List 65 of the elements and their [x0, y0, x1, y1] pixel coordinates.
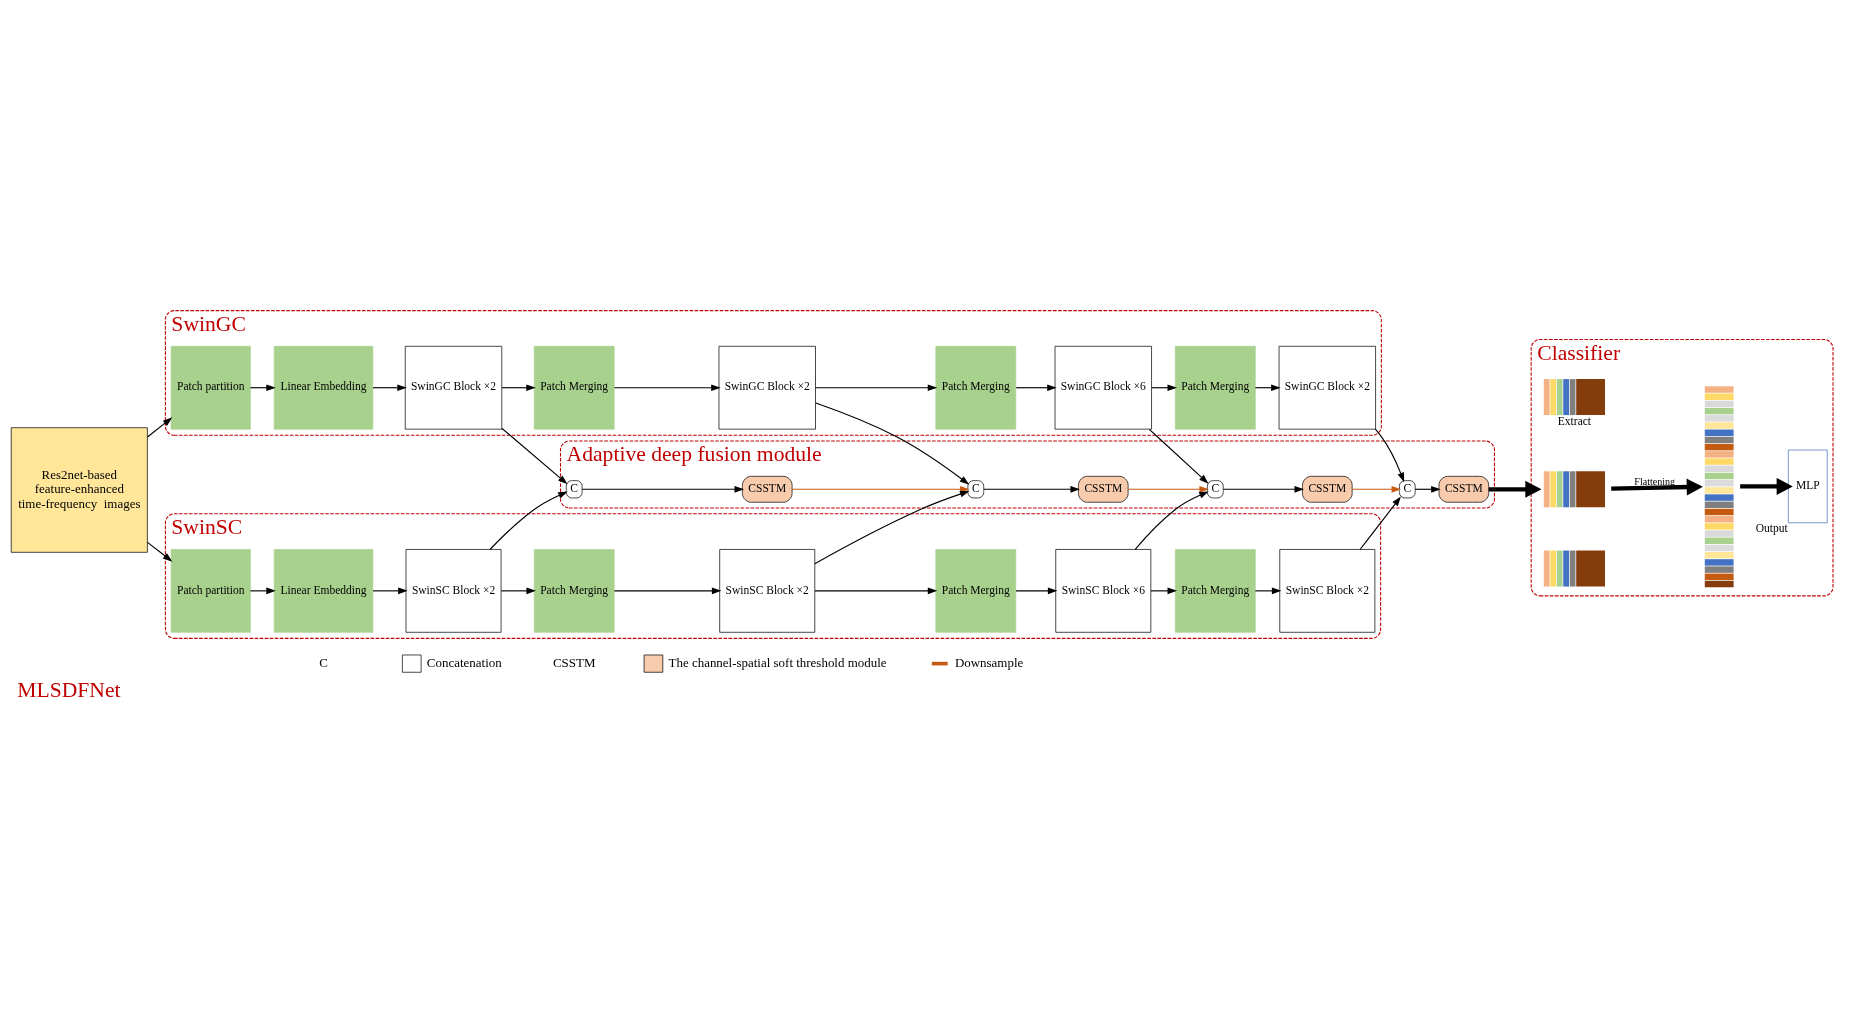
arrow	[1374, 428, 1405, 483]
label: CSSTM	[552, 654, 596, 670]
arrow	[1611, 478, 1703, 496]
label: C	[319, 654, 328, 670]
node-box: SwinGC Block ×2	[718, 345, 816, 430]
node-box: CSSTM	[1302, 475, 1353, 503]
arrow	[249, 587, 276, 595]
node-box: Linear Embedding	[273, 549, 374, 633]
arrow	[613, 384, 721, 392]
arrow	[1740, 477, 1793, 495]
arrow	[1488, 480, 1542, 498]
node-label: Extract	[1557, 415, 1592, 428]
arrow	[983, 485, 1080, 493]
arrow	[372, 384, 407, 392]
arrow	[501, 384, 536, 392]
legend-label: The channel-spatial soft threshold module	[668, 654, 887, 670]
legend-label: Concatenation	[426, 654, 502, 670]
arrow	[1359, 496, 1401, 550]
node-box: CSSTM	[1438, 475, 1490, 503]
node-box: SwinSC Block ×2	[719, 549, 816, 633]
node-box: Res2net-based feature-enhanced time-frequency images	[10, 427, 148, 553]
arrow	[146, 541, 173, 562]
node-box: SwinSC Block ×6	[1055, 549, 1152, 633]
arrow	[815, 402, 970, 485]
arrow	[489, 491, 568, 550]
arrow	[1222, 485, 1304, 493]
diagram-title: MLSDFNet	[17, 677, 121, 702]
arrow	[791, 485, 970, 493]
node-box: Patch Merging	[935, 549, 1017, 633]
arrow	[1015, 587, 1058, 595]
node-box: CSSTM	[742, 475, 793, 503]
arrow	[815, 384, 938, 392]
arrow	[500, 587, 536, 595]
arrow	[1150, 587, 1178, 595]
legend-label: Downsample	[954, 654, 1024, 670]
node-box: SwinSC Block ×2	[405, 549, 502, 633]
node-box: Patch partition	[170, 345, 251, 430]
arrow	[1127, 485, 1209, 493]
node-box: Patch partition	[170, 549, 251, 633]
arrow	[1015, 384, 1057, 392]
arrow	[1148, 428, 1209, 484]
node-box: Patch Merging	[533, 549, 615, 633]
arrow	[146, 417, 173, 438]
arrow	[1134, 491, 1209, 550]
node-box: Patch Merging	[533, 345, 615, 430]
arrow	[581, 485, 745, 493]
node-box: Linear Embedding	[273, 345, 374, 430]
arrow	[613, 587, 722, 595]
node-box: Patch Merging	[935, 345, 1017, 430]
node-box: CSSTM	[1078, 475, 1129, 503]
node-label: Output	[1755, 522, 1788, 535]
arrow	[1351, 485, 1402, 493]
node-box: SwinGC Block ×6	[1054, 345, 1152, 430]
node-box: Patch Merging	[1174, 549, 1256, 633]
node-box: SwinGC Block ×2	[1278, 345, 1376, 430]
edge-label: Flattening	[1634, 476, 1676, 488]
node-box: Patch Merging	[1174, 345, 1256, 430]
arrow	[814, 587, 938, 595]
node-box: SwinGC Block ×2	[404, 345, 503, 430]
arrow	[372, 587, 408, 595]
arrow	[501, 427, 568, 485]
arrow	[814, 490, 970, 565]
node-box: SwinSC Block ×2	[1279, 549, 1376, 633]
arrow	[1254, 587, 1282, 595]
node-box: MLP	[1788, 449, 1828, 524]
